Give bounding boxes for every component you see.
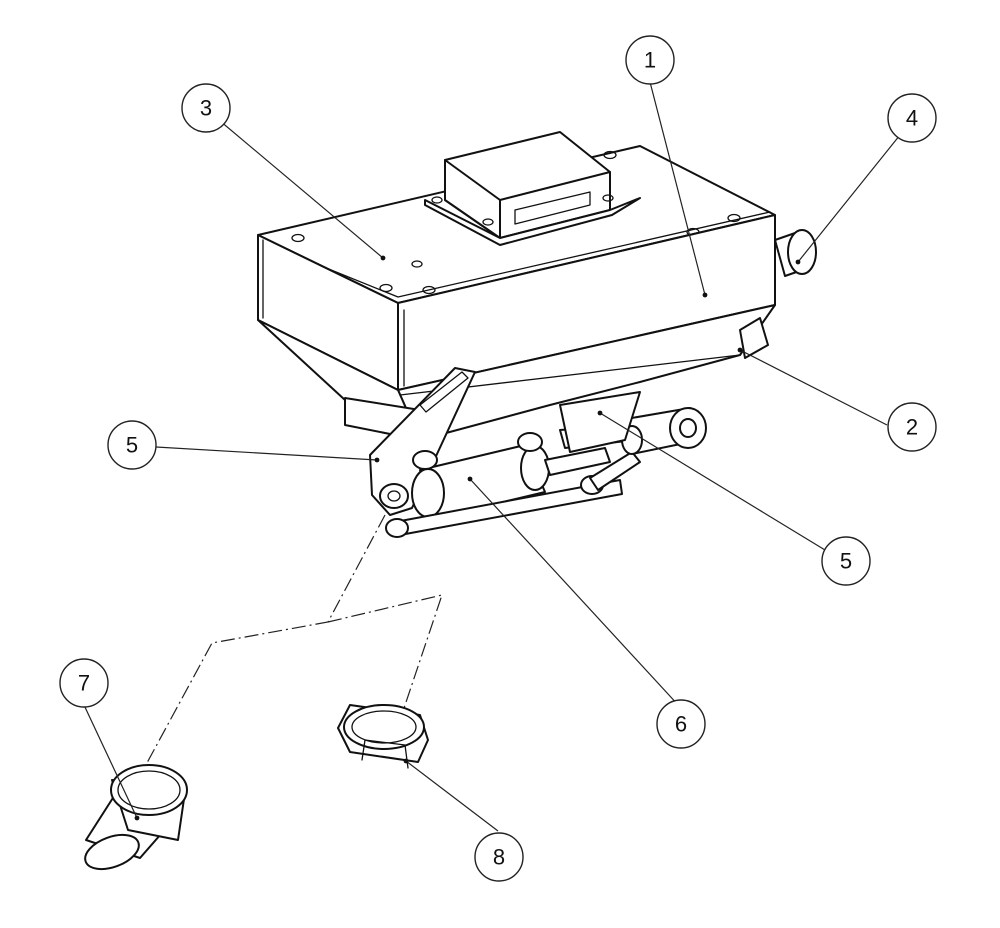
valve-assembly xyxy=(369,367,707,538)
callout-8-label: 8 xyxy=(493,845,505,870)
callout-1-label: 1 xyxy=(644,48,656,73)
callout-3-label: 3 xyxy=(200,96,212,121)
callout-8: 8 xyxy=(474,832,524,882)
cylinder xyxy=(411,432,611,519)
callout-4-label: 4 xyxy=(906,106,918,131)
assembly-line-7 xyxy=(134,514,386,786)
left-lever xyxy=(369,367,476,516)
hopper-assembly xyxy=(257,131,817,441)
callout-5-left-label: 5 xyxy=(126,433,138,458)
callout-4: 4 xyxy=(887,93,937,143)
right-bracket xyxy=(739,317,769,359)
callout-7: 7 xyxy=(59,658,109,708)
funnel-nozzle xyxy=(84,764,188,871)
callout-5-right: 5 xyxy=(821,536,871,586)
nut-ring xyxy=(337,704,429,769)
callout-7-label: 7 xyxy=(78,671,90,696)
callout-6: 6 xyxy=(656,699,706,749)
callout-2-label: 2 xyxy=(906,415,918,440)
callout-1: 1 xyxy=(625,35,675,85)
callout-2: 2 xyxy=(887,402,937,452)
leader-lines xyxy=(83,81,913,832)
callout-6-label: 6 xyxy=(675,712,687,737)
side-pipe xyxy=(774,229,817,277)
callout-5-left: 5 xyxy=(107,420,157,470)
callout-5-right-label: 5 xyxy=(840,549,852,574)
leader-dots xyxy=(134,255,801,821)
callout-3: 3 xyxy=(181,83,231,133)
